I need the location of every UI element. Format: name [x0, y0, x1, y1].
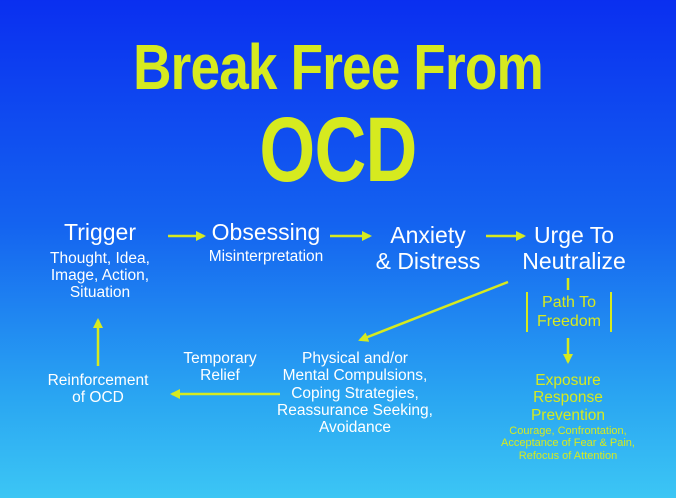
urge-node: Urge To Neutralize — [512, 222, 636, 275]
anxiety-line-1: Anxiety — [390, 222, 466, 248]
reinforcement-node: Reinforcement of OCD — [30, 372, 166, 407]
erp-node: Exposure Response Prevention Courage, Co… — [484, 372, 652, 462]
reinforcement-line-2: of OCD — [72, 389, 124, 407]
obsessing-sub: Misinterpretation — [208, 247, 324, 265]
urge-line-1: Urge To — [533, 222, 615, 248]
trigger-title: Trigger — [64, 219, 136, 245]
erp-detail-2: Acceptance of Fear & Pain, — [501, 437, 635, 450]
trigger-node: Trigger Thought, Idea, Image, Action, Si… — [40, 219, 160, 302]
anxiety-node: Anxiety & Distress — [362, 222, 494, 275]
erp-line-1: Exposure — [535, 372, 601, 389]
compulsions-line-1: Physical and/or — [302, 350, 408, 367]
compulsions-line-2: Mental Compulsions, — [282, 367, 428, 385]
path-line-1: Path To — [542, 294, 596, 311]
erp-line-3: Prevention — [530, 406, 606, 424]
reinforcement-line-1: Reinforcement — [47, 372, 149, 389]
obsessing-title: Obsessing — [211, 219, 321, 245]
trigger-line-1: Thought, Idea, — [50, 249, 150, 267]
anxiety-line-2: & Distress — [375, 248, 481, 275]
trigger-line-2: Image, Action, — [50, 267, 150, 285]
trigger-line-3: Situation — [69, 284, 131, 302]
erp-detail-3: Refocus of Attention — [518, 449, 618, 462]
erp-detail-1: Courage, Confrontation, — [509, 425, 627, 438]
compulsions-line-4: Reassurance Seeking, — [277, 402, 433, 420]
relief-line-2: Relief — [200, 367, 240, 385]
title-line-1: Break Free From — [133, 31, 544, 103]
urge-line-2: Neutralize — [522, 248, 626, 275]
compulsions-line-3: Coping Strategies, — [291, 384, 419, 402]
compulsions-line-5: Avoidance — [318, 419, 392, 437]
erp-line-2: Response — [533, 389, 603, 407]
title-line-2: OCD — [259, 99, 417, 201]
relief-line-1: Temporary — [183, 350, 257, 367]
obsessing-node: Obsessing Misinterpretation — [198, 219, 334, 265]
compulsions-node: Physical and/or Mental Compulsions, Copi… — [270, 350, 440, 437]
path-line-2: Freedom — [536, 313, 602, 331]
relief-node: Temporary Relief — [172, 350, 268, 385]
path-to-freedom-box: Path To Freedom — [526, 292, 612, 333]
arrow-urge-to-compulsions — [358, 280, 509, 342]
